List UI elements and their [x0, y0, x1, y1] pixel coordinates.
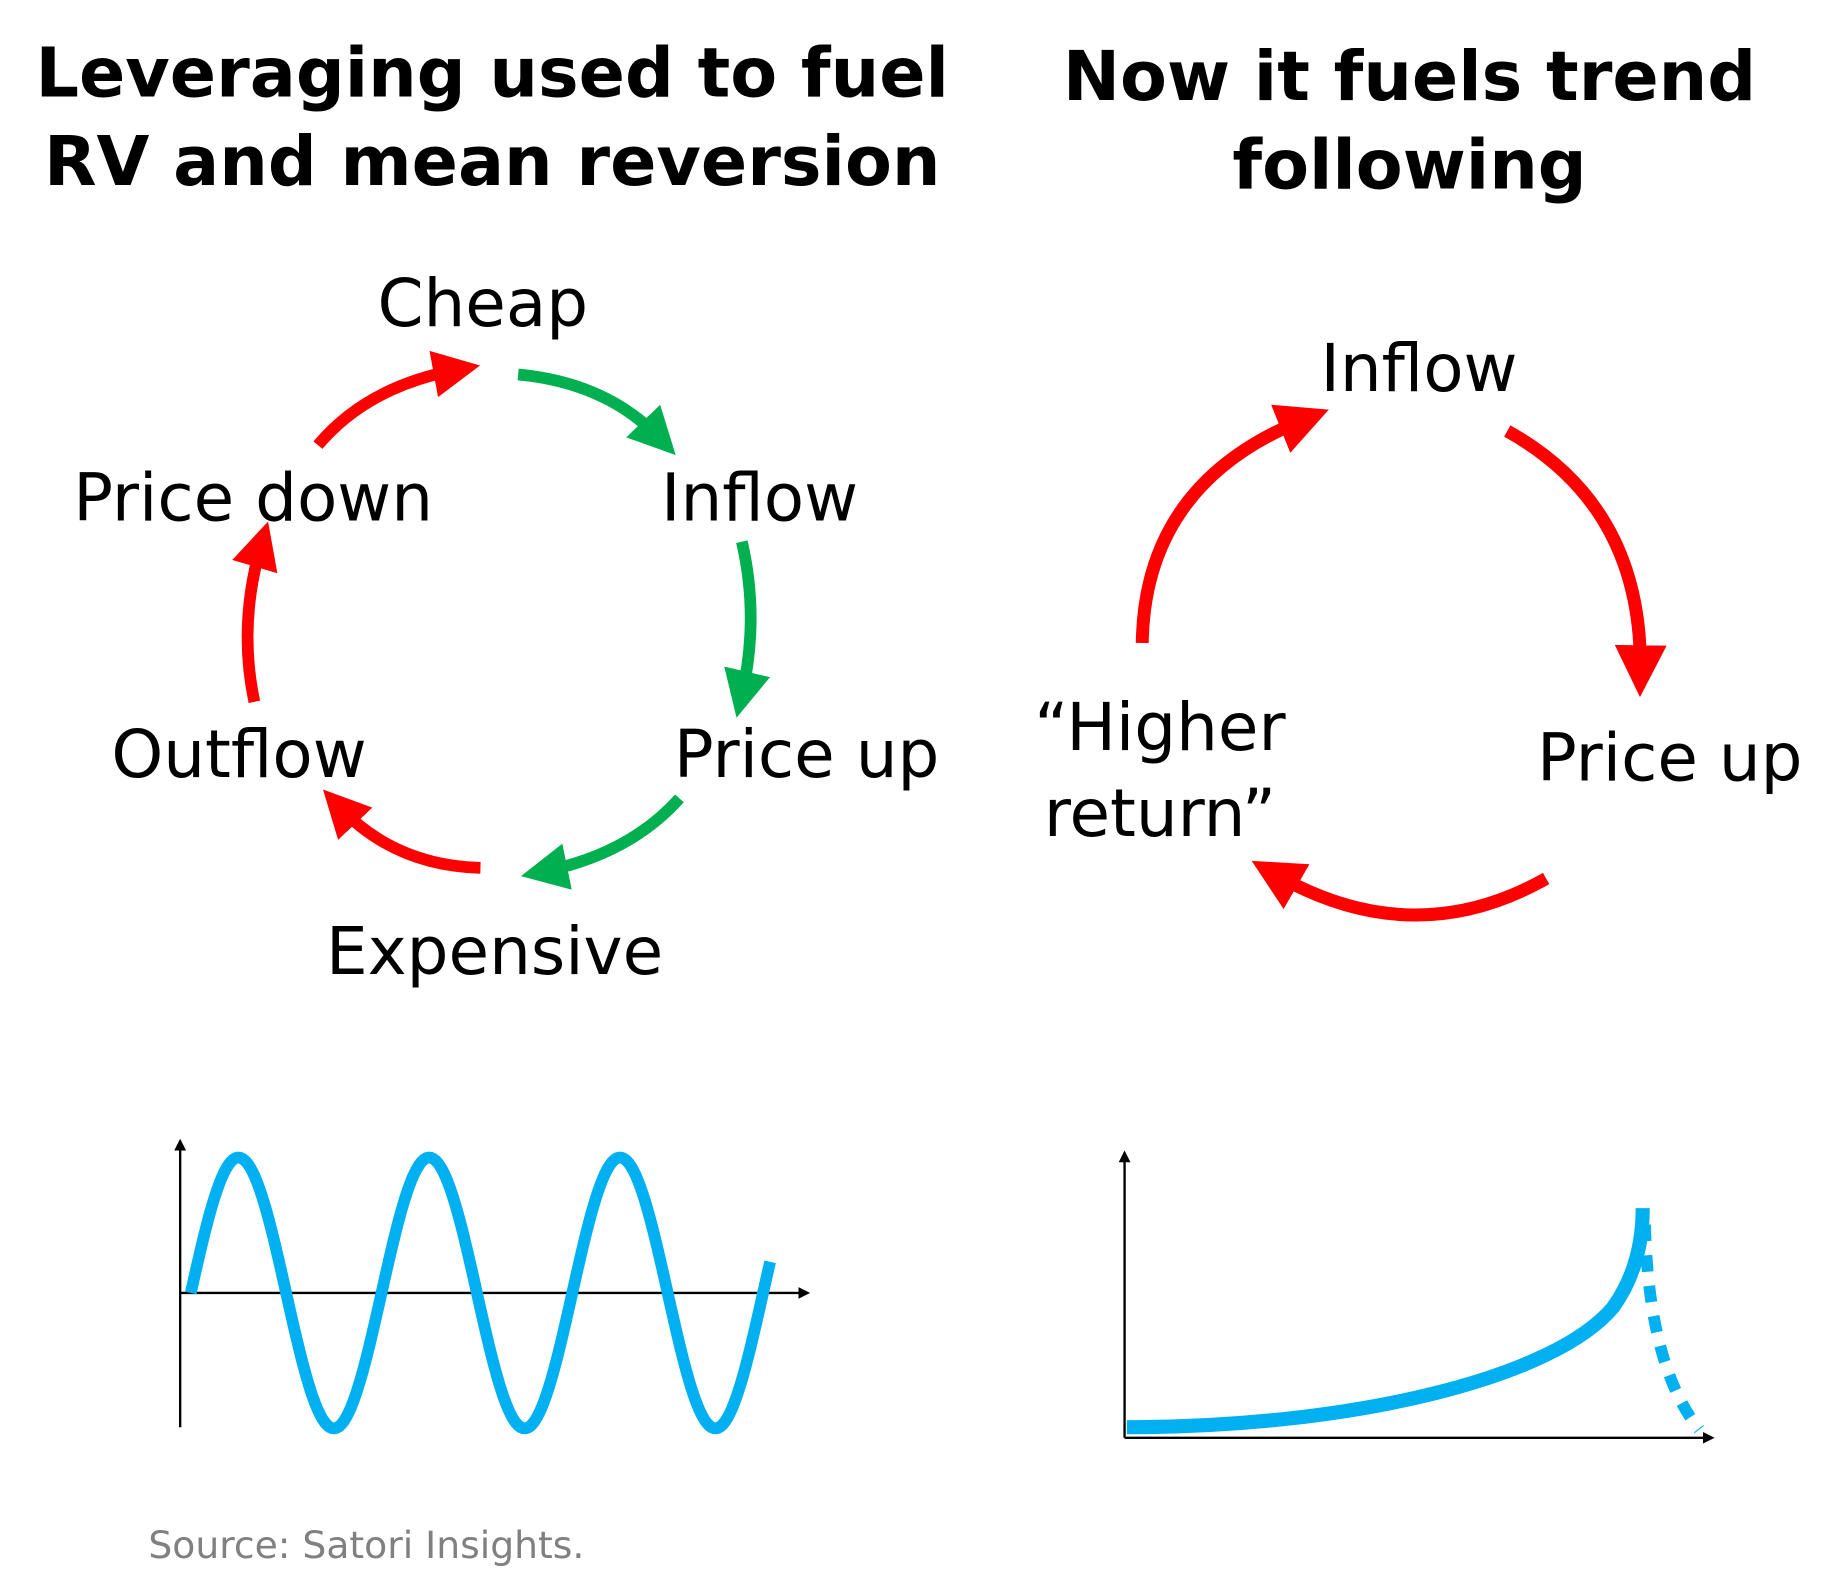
arrow-expensive-to-outflow	[323, 789, 481, 874]
arrow-price-up-to-expensive	[520, 794, 684, 890]
arrow-higher-return-to-inflow	[1135, 404, 1329, 644]
node-price-down: Price down	[73, 459, 433, 536]
trend-following-chart	[1118, 1150, 1715, 1444]
source-note: Source: Satori Insights.	[148, 1523, 584, 1567]
crash-dotted-line	[1639, 1224, 1704, 1434]
right-title-line2: following	[1232, 126, 1586, 205]
left-title-line2: RV and mean reversion	[44, 123, 940, 202]
sine-wave-line	[185, 1151, 776, 1435]
exponential-growth-line	[1126, 1208, 1650, 1435]
node-higher-return-line1: “Higher	[1034, 689, 1286, 766]
node-outflow: Outflow	[111, 716, 366, 793]
arrow-cheap-to-inflow	[517, 368, 676, 456]
arrow-inflow-to-price-up	[724, 540, 771, 718]
node-inflow-right: Inflow	[1320, 330, 1517, 407]
node-price-up-left: Price up	[674, 716, 939, 793]
node-higher-return-line2: return”	[1044, 775, 1276, 852]
mean-reversion-chart	[174, 1138, 811, 1435]
arrow-outflow-to-price-down	[232, 521, 278, 704]
node-expensive: Expensive	[326, 913, 663, 990]
arrow-price-up-to-higher-return	[1251, 860, 1550, 922]
arrow-price-down-to-cheap	[313, 350, 481, 449]
node-inflow-left: Inflow	[661, 459, 858, 536]
arrow-inflow-to-price-up-right	[1504, 425, 1667, 698]
node-price-up-right: Price up	[1537, 720, 1802, 797]
node-cheap: Cheap	[377, 265, 588, 342]
left-title-line1: Leveraging used to fuel	[35, 35, 949, 114]
right-title-line1: Now it fuels trend	[1063, 38, 1756, 117]
